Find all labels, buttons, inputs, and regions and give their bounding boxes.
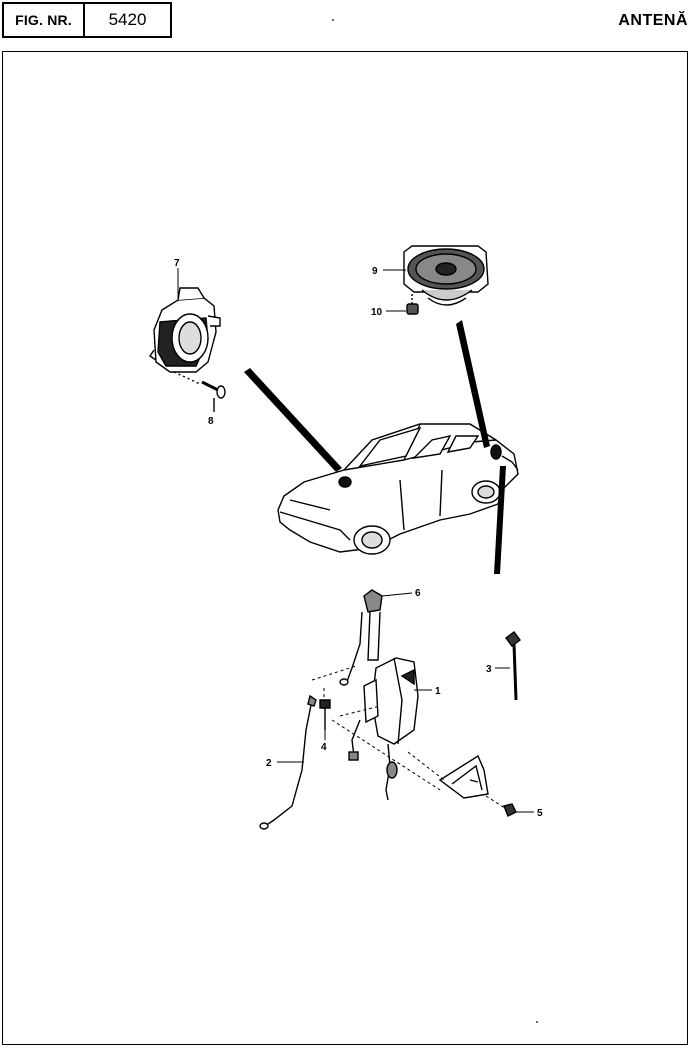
figure-number-box: FIG. NR. 5420: [2, 2, 172, 38]
figure-number-label: FIG. NR.: [4, 4, 85, 36]
callout-4: 4: [321, 742, 327, 753]
callout-8: 8: [208, 416, 214, 427]
bolt-part-3: [505, 631, 521, 701]
page-title: ANTENĂ: [618, 12, 688, 29]
callout-6: 6: [415, 588, 421, 599]
callout-3: 3: [486, 664, 492, 675]
nut-part-5: [503, 803, 517, 817]
callout-5: 5: [537, 808, 543, 819]
speaker-bracket-part-7: [149, 287, 221, 373]
speck: [536, 1021, 538, 1023]
bolt-part-4: [319, 699, 331, 740]
figure-number-value: 5420: [108, 10, 147, 29]
antenna-mast-part-6: [339, 589, 383, 686]
pointer-lines: [244, 320, 506, 574]
callout-1: 1: [435, 686, 441, 697]
callout-7: 7: [174, 258, 180, 269]
callout-2: 2: [266, 758, 272, 769]
antenna-motor-part-1: [348, 657, 419, 801]
callout-leaders: [177, 268, 534, 813]
callout-10: 10: [371, 307, 383, 318]
nut-part-10: [406, 294, 419, 315]
diagram-frame: [2, 51, 688, 1045]
screw-part-8: [173, 371, 226, 412]
mounting-bracket: [438, 754, 489, 799]
cable-part-2: [259, 694, 317, 830]
speck: [332, 19, 334, 21]
callout-9: 9: [372, 266, 378, 277]
car-illustration: [277, 423, 519, 555]
loudspeaker-part-9: [403, 245, 489, 306]
